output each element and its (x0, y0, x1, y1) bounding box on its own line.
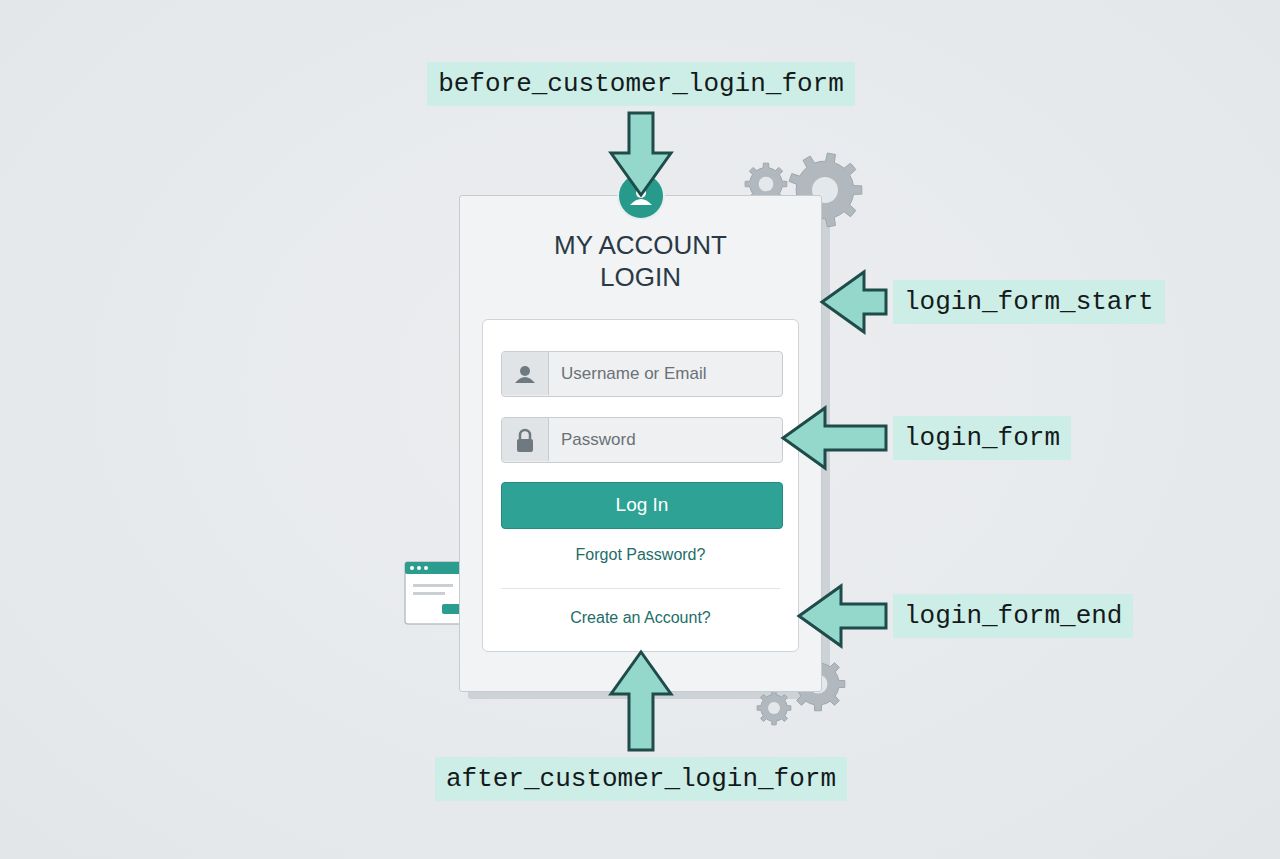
gear-hole (768, 702, 780, 714)
hook-label: before_customer_login_form (427, 62, 855, 106)
hook-name: before_customer_login_form (438, 68, 844, 100)
create-account-link: Create an Account? (483, 607, 798, 629)
separator-line (501, 588, 780, 589)
hook-name: login_form_start (904, 286, 1154, 318)
hook-label: login_form_end (893, 594, 1133, 638)
hook-name: login_form_end (904, 600, 1122, 632)
hook-label: login_form (893, 416, 1071, 460)
user-icon (502, 352, 549, 395)
login-button: Log In (501, 482, 783, 529)
gear (757, 691, 791, 725)
input-field: Password (501, 417, 783, 463)
form-panel: Username or EmailPasswordLog In Forgot Pa… (482, 319, 799, 652)
card-title: MY ACCOUNT LOGIN (531, 229, 751, 293)
field-placeholder: Username or Email (561, 352, 782, 395)
account-icon (616, 171, 666, 221)
input-field: Username or Email (501, 351, 783, 397)
hook-name: after_customer_login_form (446, 763, 836, 795)
gear-hole (759, 177, 774, 192)
button-label: Log In (502, 483, 782, 527)
browser-window-icon (405, 562, 467, 624)
field-placeholder: Password (561, 418, 782, 461)
lock-icon (502, 418, 549, 461)
hook-label: after_customer_login_form (435, 757, 847, 801)
hook-name: login_form (904, 422, 1060, 454)
hook-arrow (822, 272, 886, 332)
hook-label: login_form_start (893, 280, 1165, 324)
login-card: Username or EmailPasswordLog In Forgot Pa… (459, 195, 822, 692)
forgot-link: Forgot Password? (483, 544, 798, 566)
